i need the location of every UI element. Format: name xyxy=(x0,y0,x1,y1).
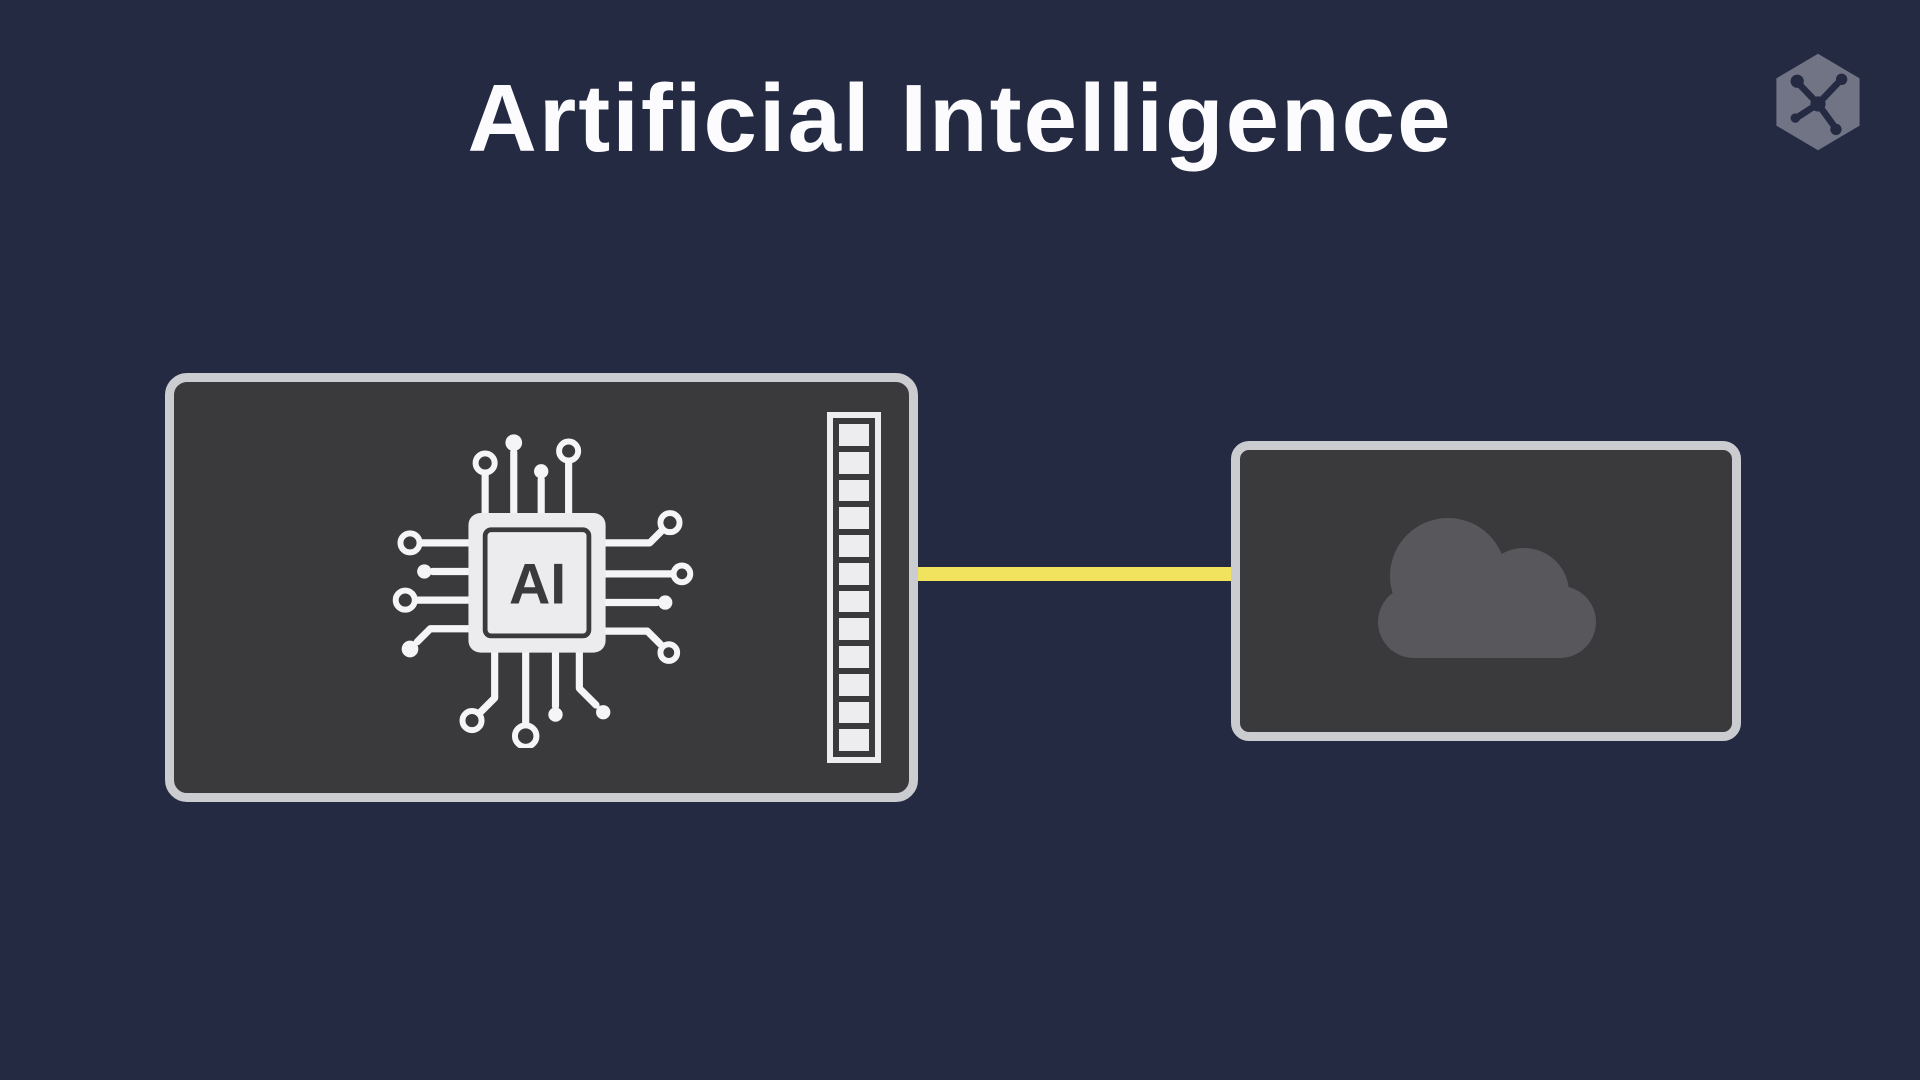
connector-pin xyxy=(839,535,869,557)
connector-pin xyxy=(839,701,869,724)
cloud-box xyxy=(1231,441,1741,741)
connector-pin xyxy=(839,562,869,585)
connector-pin xyxy=(839,479,869,502)
connector-pin-strip xyxy=(827,412,881,763)
connector-pin xyxy=(839,424,869,446)
cloud-icon xyxy=(1378,518,1596,658)
connector-pin xyxy=(839,646,869,668)
connector-pin xyxy=(839,673,869,696)
hexagon-circuit-logo-icon xyxy=(1776,53,1860,151)
page-title: Artificial Intelligence xyxy=(467,65,1453,172)
connection-wire xyxy=(912,567,1238,581)
ai-chip-icon: AI xyxy=(392,434,694,748)
connector-pin xyxy=(839,451,869,474)
connector-pin xyxy=(839,729,869,751)
connector-pin xyxy=(839,618,869,640)
chip-label: AI xyxy=(509,553,566,617)
ai-device-box: AI xyxy=(165,373,918,802)
connector-pin xyxy=(839,590,869,613)
connector-pin xyxy=(839,507,869,529)
